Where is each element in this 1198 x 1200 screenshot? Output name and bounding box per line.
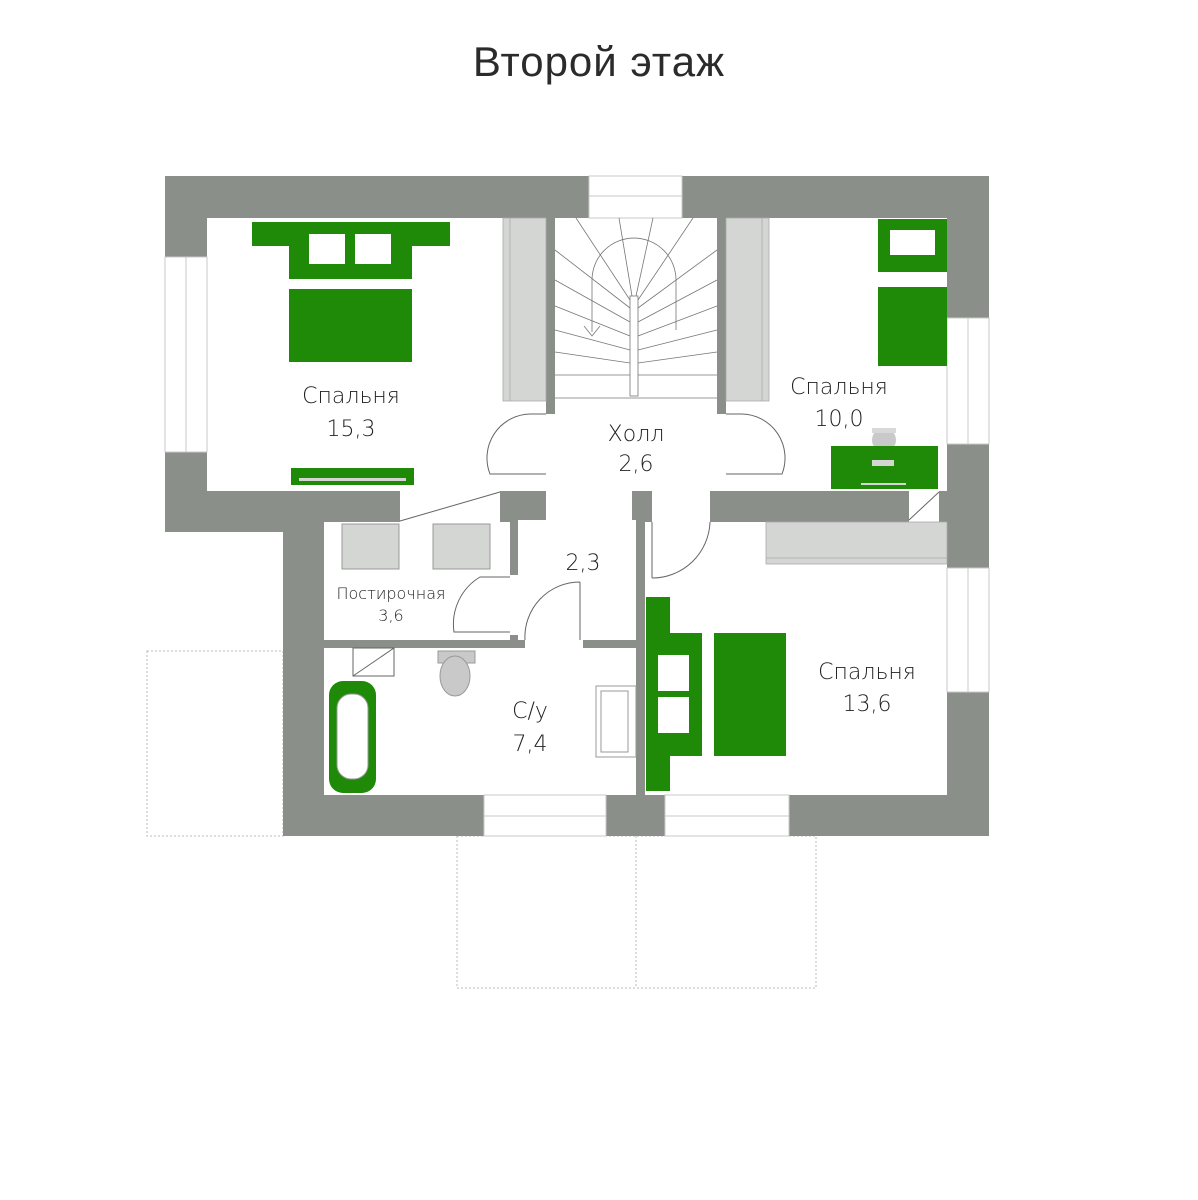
washing-machines [341,523,491,570]
room-name: Спальня [790,375,888,400]
room-area: 10,0 [815,407,864,432]
sink [595,685,637,758]
room-name: Спальня [818,660,916,685]
room-corridor [518,520,636,640]
room-name: Постирочная [336,584,445,603]
toilet-icon [437,650,476,697]
staircase [554,217,718,399]
room-labels: Спальня 15,3 Холл 2,6 Спальня 10,0 2,3 П… [302,375,916,757]
room-area: 15,3 [327,417,376,442]
room-area: 13,6 [843,692,892,717]
room-hall-lower [546,491,632,521]
stair-treads [554,217,718,399]
room-area: 2,3 [566,551,601,576]
double-bed-3 [646,597,786,791]
desk [831,446,938,489]
room-name: С/у [512,699,548,724]
room-name: Холл [608,422,665,447]
windows [164,175,990,837]
room-area: 2,6 [619,452,654,477]
room-area: 3,6 [378,606,403,625]
doors[interactable] [352,413,940,677]
floor-title: Второй этаж [472,38,726,85]
bathtub [329,681,376,793]
double-bed-1 [252,222,450,362]
room-name: Спальня [302,384,400,409]
wardrobes [502,217,948,565]
tv-stand-1 [291,468,414,485]
single-bed [878,219,947,366]
room-area: 7,4 [513,732,548,757]
